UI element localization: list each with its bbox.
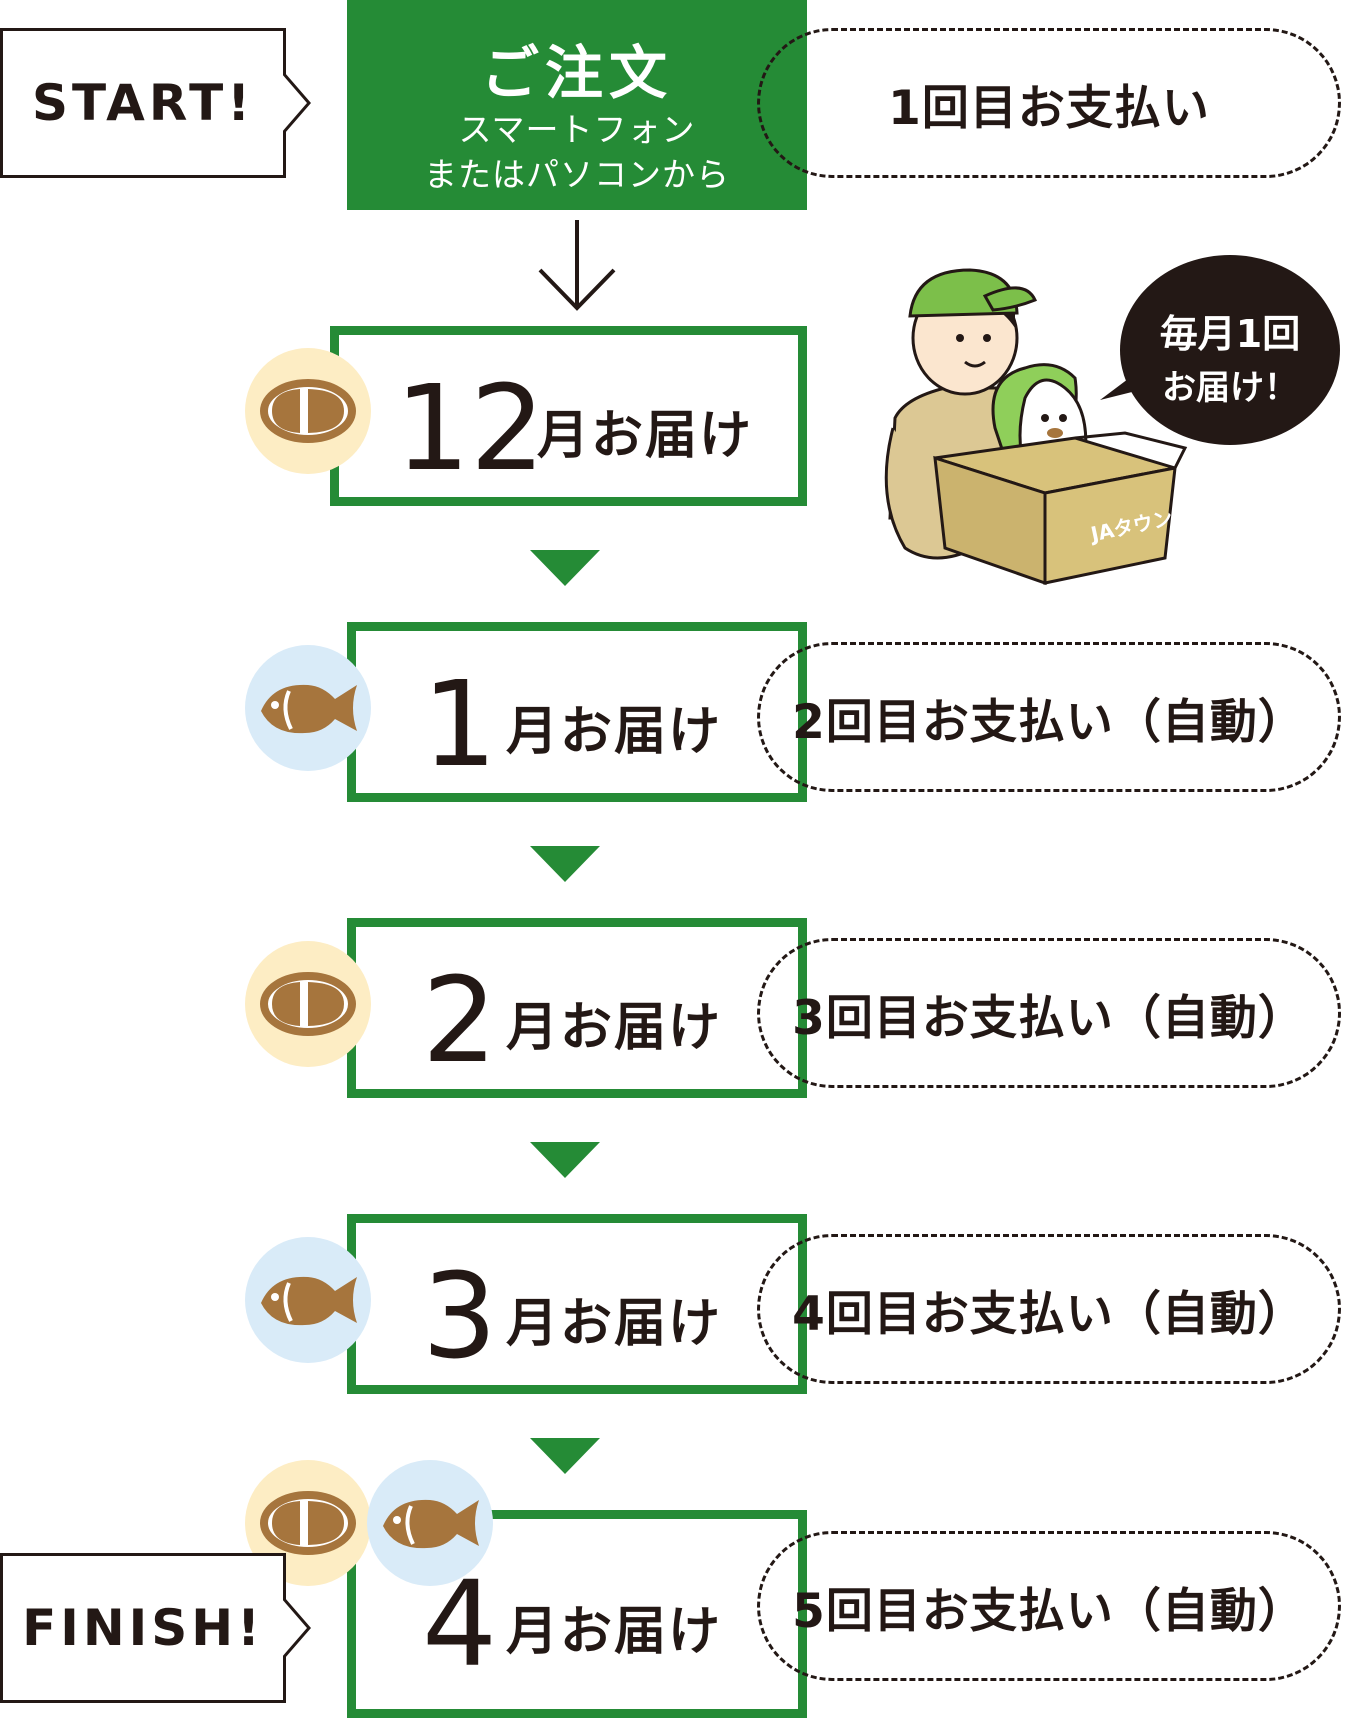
fish-icon (367, 1460, 493, 1586)
fish-icon (245, 1237, 371, 1363)
delivery-box-1: 12 月お届け (330, 326, 807, 506)
start-tag: START! (0, 28, 286, 178)
order-title: ご注文 (480, 39, 673, 107)
delivery-2-month: 1 (422, 655, 498, 793)
payment-1-label: 1回目お支払い (888, 80, 1210, 136)
delivery-1-month: 12 (395, 359, 546, 497)
finish-label: FINISH! (22, 1599, 264, 1657)
delivery-4-label: 月お届け (506, 1294, 723, 1354)
triangle-down-icon-1 (530, 550, 600, 586)
finish-tag-arrow (283, 1598, 311, 1658)
delivery-3-label: 月お届け (506, 998, 723, 1058)
delivery-person-illustration (884, 268, 1188, 586)
delivery-1-label: 月お届け (537, 406, 754, 466)
speech-bubble-line2: お届け！ (1162, 368, 1298, 408)
fish-icon (245, 645, 371, 771)
payment-4: 4回目お支払い（自動） (757, 1234, 1341, 1384)
delivery-2-label: 月お届け (506, 702, 723, 762)
delivery-box-4: 3 月お届け (347, 1214, 807, 1394)
payment-2: 2回目お支払い（自動） (757, 642, 1341, 792)
speech-bubble-line1: 毎月1回 (1159, 312, 1301, 356)
triangle-down-icon-3 (530, 1142, 600, 1178)
order-subtitle-line1: スマートフォン (458, 110, 696, 149)
delivery-box-2: 1 月お届け (347, 622, 807, 802)
delivery-4-month: 3 (422, 1247, 498, 1385)
meat-icon (245, 348, 371, 474)
payment-2-label: 2回目お支払い（自動） (792, 694, 1306, 750)
payment-4-label: 4回目お支払い（自動） (792, 1286, 1306, 1342)
order-subtitle-line2: またはパソコンから (424, 155, 730, 194)
order-box: ご注文 スマートフォン またはパソコンから (347, 0, 807, 210)
payment-3: 3回目お支払い（自動） (757, 938, 1341, 1088)
payment-5: 5回目お支払い（自動） (757, 1531, 1341, 1681)
payment-1: 1回目お支払い (757, 28, 1341, 178)
start-tag-arrow (283, 73, 311, 133)
delivery-5-label: 月お届け (506, 1602, 723, 1662)
finish-tag: FINISH! (0, 1553, 286, 1703)
down-arrow-icon (538, 220, 616, 311)
delivery-box-3: 2 月お届け (347, 918, 807, 1098)
triangle-down-icon-2 (530, 846, 600, 882)
payment-5-label: 5回目お支払い（自動） (792, 1583, 1306, 1639)
meat-icon (245, 941, 371, 1067)
payment-3-label: 3回目お支払い（自動） (792, 990, 1306, 1046)
delivery-3-month: 2 (422, 951, 498, 1089)
start-label: START! (31, 74, 255, 132)
triangle-down-icon-4 (530, 1438, 600, 1474)
speech-bubble: 毎月1回 お届け！ (1120, 255, 1340, 445)
